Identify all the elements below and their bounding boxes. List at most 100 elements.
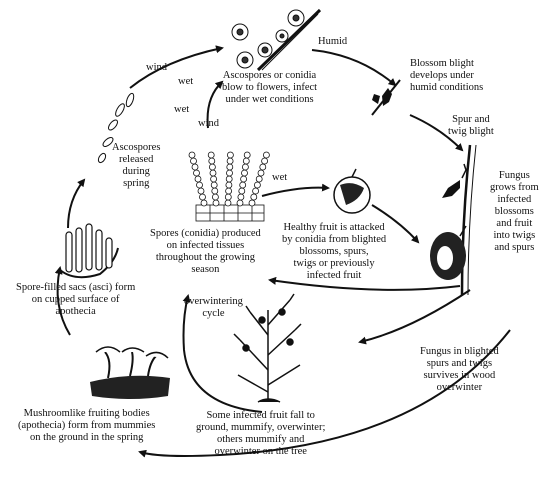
line: on infected tissues bbox=[166, 240, 245, 251]
conidium bbox=[225, 175, 233, 183]
line: and fruit bbox=[496, 218, 533, 229]
line: Fungus bbox=[498, 170, 530, 181]
conidium bbox=[209, 169, 217, 177]
line: overwinter bbox=[436, 382, 483, 393]
line: others mummify and bbox=[216, 434, 305, 445]
line: twig blight bbox=[448, 126, 494, 137]
arrow-overwintering-cycle bbox=[182, 294, 263, 413]
conidium bbox=[211, 187, 219, 195]
conidium bbox=[196, 181, 203, 189]
line: Mushroomlike fruiting bodies bbox=[23, 408, 150, 419]
blighted-blossom-illustration bbox=[371, 79, 401, 116]
conidium bbox=[226, 163, 234, 171]
line: on the ground in the spring bbox=[29, 432, 144, 443]
conidium bbox=[261, 157, 269, 165]
line: Spur and bbox=[452, 114, 490, 125]
arrow-fungus-to-tree bbox=[358, 289, 471, 345]
line: season bbox=[191, 264, 220, 275]
label-wind-top: wind bbox=[146, 62, 167, 73]
conidium bbox=[226, 151, 234, 159]
conidium bbox=[237, 193, 245, 201]
conidium bbox=[255, 175, 263, 183]
line: throughout the growing bbox=[155, 252, 255, 263]
line: blow to flowers, infect bbox=[222, 82, 318, 93]
line: spurs and twigs bbox=[426, 358, 493, 369]
line: overwintering bbox=[184, 296, 243, 307]
arrow-conidia-to-fruit bbox=[261, 183, 330, 197]
conidium bbox=[194, 175, 202, 183]
conidium bbox=[259, 163, 267, 171]
healthy-fruit-illustration bbox=[333, 168, 371, 214]
line: Some infected fruit fall to bbox=[206, 410, 315, 421]
overwintering-tree-illustration bbox=[233, 293, 302, 403]
line: by conidia from blighted bbox=[282, 234, 387, 245]
arrow-back-to-conidia bbox=[268, 276, 461, 291]
line: overwinter on the tree bbox=[214, 446, 307, 457]
conidium bbox=[188, 151, 196, 159]
label-wind-mid: wind bbox=[198, 118, 219, 129]
conidium bbox=[236, 199, 244, 207]
conidium bbox=[257, 169, 265, 177]
line: survives in wood bbox=[423, 370, 496, 381]
branch-with-infected-fruit bbox=[430, 144, 477, 296]
conidium bbox=[250, 193, 258, 201]
conidium bbox=[240, 175, 248, 183]
arrow-fruit-to-branch bbox=[371, 204, 420, 244]
label-wet-top: wet bbox=[178, 76, 194, 87]
line: on cupped surface of bbox=[31, 294, 120, 305]
conidium bbox=[225, 181, 233, 189]
line: released bbox=[119, 154, 154, 165]
conidium bbox=[241, 169, 248, 177]
line: blossoms, spurs, bbox=[299, 246, 369, 257]
arrow-apothecia-up bbox=[54, 266, 71, 336]
conidia-chains-illustration bbox=[195, 204, 265, 222]
conidium bbox=[212, 199, 220, 207]
line: infected bbox=[497, 194, 532, 205]
line: infected fruit bbox=[306, 270, 362, 281]
label-wet-right: wet bbox=[272, 172, 288, 183]
spore-chains bbox=[188, 151, 270, 207]
conidium bbox=[207, 151, 215, 159]
conidium bbox=[200, 199, 208, 207]
label-humid: Humid bbox=[318, 36, 348, 47]
apothecia-illustration bbox=[90, 346, 170, 399]
floating-ascospores bbox=[97, 92, 135, 164]
conidium bbox=[248, 199, 256, 207]
conidium bbox=[252, 187, 260, 195]
arrow-asci-up bbox=[67, 178, 86, 229]
conidium bbox=[210, 175, 218, 183]
line: Healthy fruit is attacked bbox=[283, 222, 385, 233]
conidium bbox=[239, 181, 247, 189]
line: cycle bbox=[202, 308, 225, 319]
conidium bbox=[197, 187, 205, 195]
line: and spurs bbox=[494, 242, 535, 253]
conidium bbox=[190, 157, 197, 165]
line: twigs or previously bbox=[293, 258, 375, 269]
label-wet-mid: wet bbox=[174, 104, 190, 115]
arrow-humid bbox=[311, 49, 397, 87]
conidium bbox=[226, 169, 233, 177]
line: apothecia bbox=[55, 306, 96, 317]
label-mushroomlike: Mushroomlike fruiting bodies(apothecia) … bbox=[18, 408, 155, 444]
conidium bbox=[210, 181, 218, 189]
line: Spores (conidia) produced bbox=[150, 228, 261, 239]
conidium bbox=[208, 157, 216, 165]
conidium bbox=[242, 157, 250, 165]
conidium bbox=[226, 157, 234, 165]
line: spring bbox=[123, 178, 150, 189]
line: humid conditions bbox=[410, 82, 484, 93]
conidium bbox=[224, 193, 232, 201]
line: Ascospores or conidia bbox=[222, 70, 317, 81]
conidium bbox=[193, 169, 200, 177]
